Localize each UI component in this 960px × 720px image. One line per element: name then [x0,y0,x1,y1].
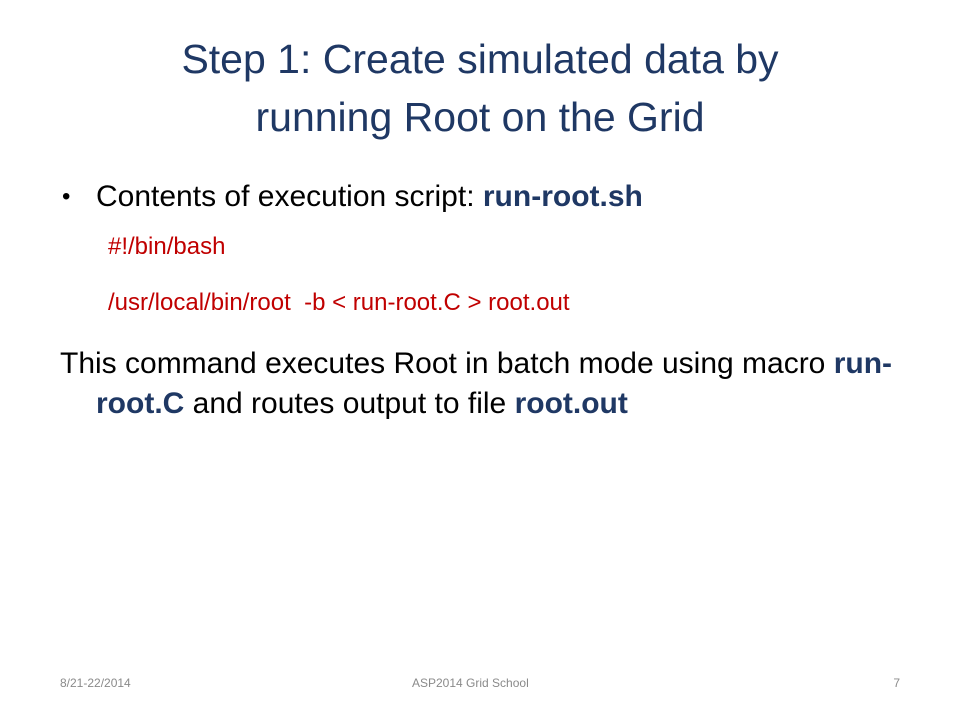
bullet-item: • Contents of execution script: run-root… [60,176,900,218]
bullet-text: Contents of execution script: [96,180,483,213]
page-number: 7 [893,676,900,690]
macro-filename: run-root.C [96,347,893,420]
code-line-command: /usr/local/bin/root -b < run-root.C > ro… [108,289,570,316]
code-line-shebang: #!/bin/bash [108,233,226,260]
slide-title-line-2: running Root on the Grid [255,94,705,140]
footer-title: ASP2014 Grid School [412,676,529,690]
script-filename: run-root.sh [482,180,643,213]
description-text-1: This command executes Root in batch mode… [60,347,834,380]
description-text-2: and routes output to file [184,387,515,420]
slide-body: • Contents of execution script: run-root… [60,176,900,424]
output-filename: root.out [514,387,628,420]
footer-date: 8/21-22/2014 [60,676,131,690]
description-paragraph: This command executes Root in batch mode… [60,344,900,424]
slide-title: Step 1: Create simulated data by running… [60,30,900,146]
bullet-dot-icon: • [62,183,71,210]
slide-title-line-1: Step 1: Create simulated data by [181,36,779,82]
